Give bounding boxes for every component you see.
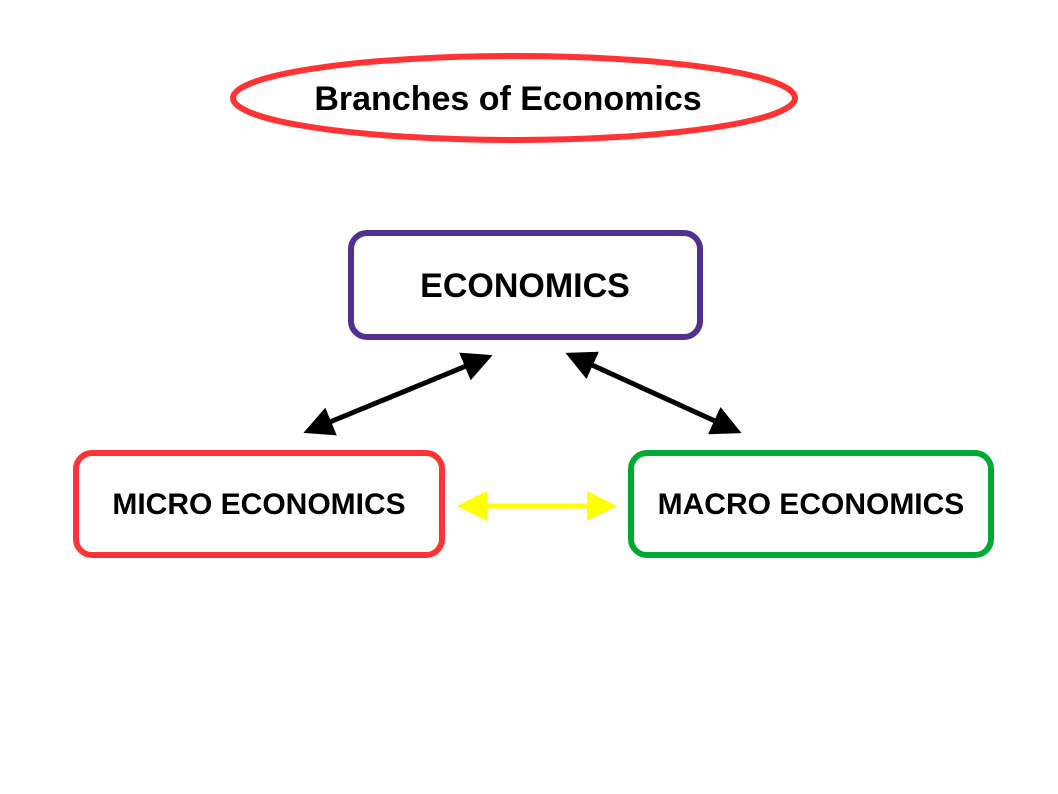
- node-macro-label: MACRO ECONOMICS: [658, 488, 965, 521]
- arrow-economics-micro: [303, 352, 493, 436]
- node-economics-label: ECONOMICS: [420, 267, 630, 305]
- node-macro-economics: MACRO ECONOMICS: [628, 450, 994, 558]
- node-micro-label: MICRO ECONOMICS: [112, 488, 405, 521]
- diagram-title: Branches of Economics: [314, 80, 701, 118]
- node-micro-economics: MICRO ECONOMICS: [73, 450, 445, 558]
- title-ellipse: Branches of Economics: [230, 53, 798, 143]
- node-economics: ECONOMICS: [348, 230, 703, 340]
- arrow-economics-macro: [565, 351, 742, 435]
